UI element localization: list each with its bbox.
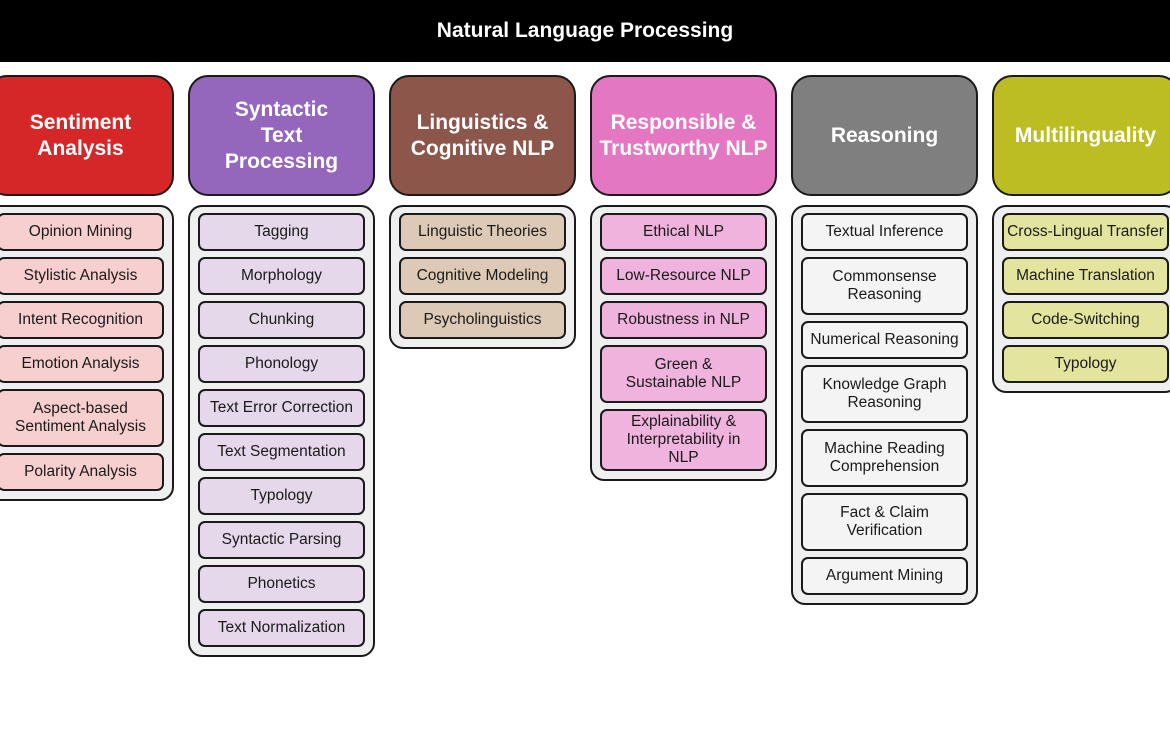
diagram-title: Natural Language Processing [0,0,1170,62]
subtopic-item: Textual Inference [801,213,968,251]
subtopic-item: Phonetics [198,565,365,603]
category-header-label: Responsible & Trustworthy NLP [599,110,768,160]
subtopic-item: Aspect-based Sentiment Analysis [0,389,164,447]
subtopic-item: Commonsense Reasoning [801,257,968,315]
subtopic-item: Robustness in NLP [600,301,767,339]
subtopic-item: Machine Reading Comprehension [801,429,968,487]
subtopic-item: Ethical NLP [600,213,767,251]
category-header-label: Linguistics & Cognitive NLP [410,110,555,160]
category-header: Responsible & Trustworthy NLP [590,75,777,196]
subtopic-item: Intent Recognition [0,301,164,339]
subtopic-list: Ethical NLP Low-Resource NLP Robustness in… [590,205,777,481]
subtopic-item: Fact & Claim Verification [801,493,968,551]
subtopic-item: Green & Sustainable NLP [600,345,767,403]
subtopic-item: Text Error Correction [198,389,365,427]
category-header-label: Sentiment Analysis [29,110,132,160]
category-header-label: Multilinguality [1014,123,1157,147]
subtopic-item: Text Segmentation [198,433,365,471]
subtopic-item: Psycholinguistics [399,301,566,339]
subtopic-item: Argument Mining [801,557,968,595]
category-header-label: Syntactic Text Processing [224,97,339,173]
category-header: Multilinguality [992,75,1170,196]
subtopic-item: Numerical Reasoning [801,321,968,359]
subtopic-item: Polarity Analysis [0,453,164,491]
subtopic-item: Explainability & Interpretability in NLP [600,409,767,471]
category-header: Sentiment Analysis [0,75,174,196]
subtopic-item: Tagging [198,213,365,251]
subtopic-item: Linguistic Theories [399,213,566,251]
subtopic-item: Knowledge Graph Reasoning [801,365,968,423]
subtopic-item: Low-Resource NLP [600,257,767,295]
category-header-label: Reasoning [830,123,939,147]
subtopic-item: Chunking [198,301,365,339]
subtopic-item: Phonology [198,345,365,383]
subtopic-item: Opinion Mining [0,213,164,251]
subtopic-item: Text Normalization [198,609,365,647]
subtopic-item: Syntactic Parsing [198,521,365,559]
subtopic-item: Machine Translation [1002,257,1169,295]
subtopic-item: Cognitive Modeling [399,257,566,295]
subtopic-item: Cross-Lingual Transfer [1002,213,1169,251]
subtopic-item: Morphology [198,257,365,295]
subtopic-item: Code-Switching [1002,301,1169,339]
category-column: Responsible & Trustworthy NLP Ethical NLP… [590,75,777,481]
category-column: Linguistics & Cognitive NLP Linguistic Th… [389,75,576,349]
subtopic-item: Typology [198,477,365,515]
category-header: Reasoning [791,75,978,196]
subtopic-item: Stylistic Analysis [0,257,164,295]
subtopic-item: Typology [1002,345,1169,383]
category-header: Syntactic Text Processing [188,75,375,196]
subtopic-item: Emotion Analysis [0,345,164,383]
category-header: Linguistics & Cognitive NLP [389,75,576,196]
